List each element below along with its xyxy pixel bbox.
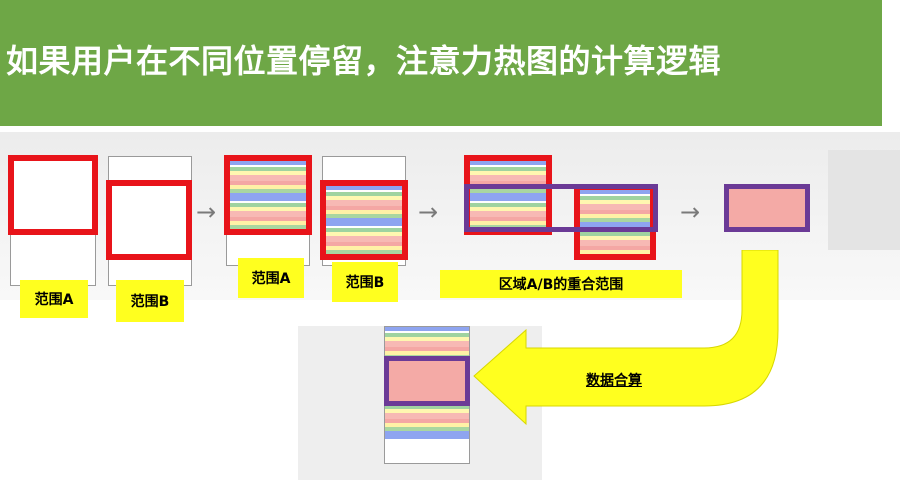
range-a-frame — [8, 155, 98, 235]
range-b-frame — [106, 180, 192, 260]
overlap-region-frame — [464, 184, 658, 232]
range-b-label-2: 范围B — [332, 262, 398, 302]
range-b-label: 范围B — [116, 280, 184, 322]
range-a-label-2: 范围A — [238, 258, 304, 298]
page-title: 如果用户在不同位置停留，注意力热图的计算逻辑 — [6, 42, 722, 80]
range-b-heat — [320, 180, 408, 260]
overlap-result-box — [724, 184, 810, 232]
overlap-range-a — [464, 155, 552, 235]
range-a-heat — [224, 155, 312, 235]
panel-notch — [828, 150, 900, 250]
range-a-label: 范围A — [20, 280, 88, 318]
title-banner: 如果用户在不同位置停留，注意力热图的计算逻辑 — [0, 0, 882, 126]
overlap-label: 区域A/B的重合范围 — [440, 270, 682, 298]
right-arrow-icon: → — [680, 198, 701, 226]
merged-overlap-box — [384, 356, 470, 406]
merge-label: 数据合算 — [586, 373, 642, 389]
curved-arrow-icon — [473, 250, 779, 426]
right-arrow-icon: → — [196, 198, 217, 226]
right-arrow-icon: → — [418, 198, 439, 226]
